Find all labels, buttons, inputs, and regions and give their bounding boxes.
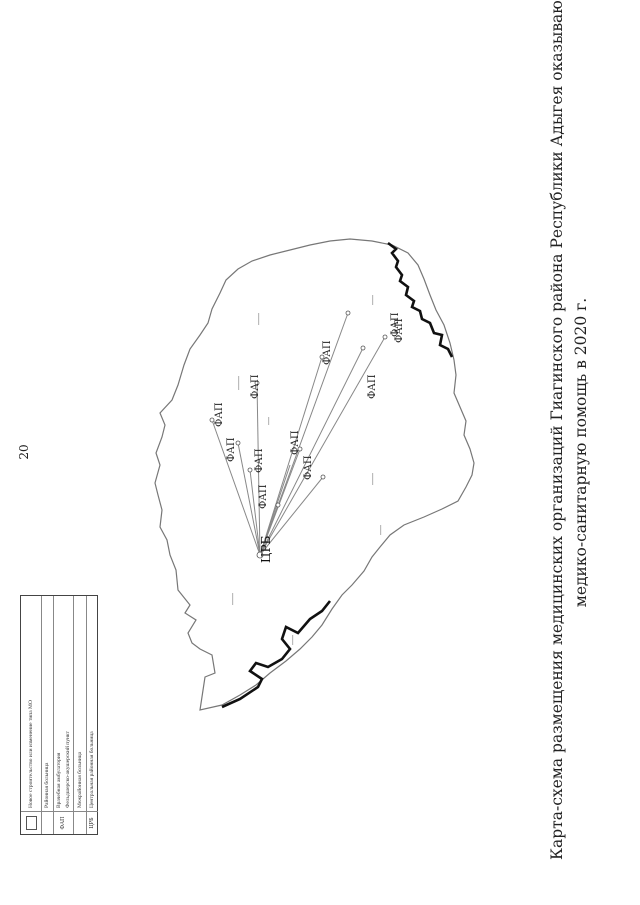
fap-node: ФАП [247, 448, 265, 473]
node-marker [209, 417, 215, 423]
crb-label: ЦРБ [259, 535, 273, 563]
fap-node: ФАП [382, 318, 405, 343]
node-marker [235, 440, 241, 446]
legend-row: ФАП Врачебная амбулатория Фельдшерско-ак… [53, 596, 74, 834]
node-marker [247, 467, 253, 473]
node-marker [320, 474, 326, 480]
node-label: ФАП [258, 484, 269, 509]
connection-line [211, 419, 261, 556]
node-label: ФАП [390, 312, 401, 337]
faint-mark [292, 635, 294, 645]
legend-symbol [41, 811, 53, 834]
legend-text: Фельдшерско-акушерский пункт [65, 731, 71, 808]
legend-text: Межрайонная больница [77, 751, 83, 808]
legend-text: Центральная районная больница [89, 731, 95, 808]
connection-line [259, 312, 349, 556]
fap-node: ФАП [319, 340, 333, 365]
legend-symbol: ФАП [53, 811, 73, 834]
district-boundary [154, 238, 475, 711]
connection-line [237, 442, 261, 556]
fap-node: ФАП [303, 455, 326, 480]
node-label: ФАП [367, 374, 378, 399]
legend-row: Межрайонная больница [73, 596, 87, 834]
node-label: ФАП [322, 340, 333, 365]
legend-symbol [73, 811, 86, 834]
node-label: ФАП [226, 437, 237, 462]
node-marker [382, 334, 388, 340]
faint-mark [268, 417, 270, 425]
faint-mark [232, 593, 234, 605]
connection-line [259, 347, 364, 556]
map-legend: Новое строительство или изменение типа М… [20, 595, 98, 835]
node-label: ФАП [303, 455, 314, 480]
fap-node: ФАП [226, 437, 241, 462]
fap-node: ФАП [360, 345, 378, 399]
node-marker [345, 310, 351, 316]
connection-line [259, 336, 386, 556]
legend-text: Новое строительство или изменение типа М… [28, 700, 34, 808]
crb-marker [256, 551, 264, 559]
legend-symbol-box [21, 811, 41, 834]
legend-text: Районная больница [44, 762, 50, 808]
node-label: ФАП [394, 318, 405, 343]
node-marker [360, 345, 366, 351]
legend-symbol: ЦРБ [86, 811, 98, 834]
faint-mark [380, 525, 382, 535]
legend-row: Новое строительство или изменение типа М… [21, 596, 42, 834]
legend-text: Врачебная амбулатория [56, 752, 62, 808]
district-boundary-west [221, 600, 332, 709]
crb-node: ЦРБ [256, 535, 273, 563]
fap-node: ФАП [258, 484, 281, 509]
connection-line [256, 382, 261, 556]
node-marker [297, 446, 303, 452]
faint-mark [372, 295, 374, 305]
node-marker [319, 354, 325, 360]
legend-row: ЦРБ Центральная районная больница [86, 596, 98, 834]
node-marker [275, 502, 281, 508]
fap-node: ФАП [250, 374, 261, 399]
node-label: ФАП [290, 430, 301, 455]
node-label: ФАП [214, 402, 225, 427]
faint-mark [238, 376, 240, 390]
node-label: ФАП [250, 374, 261, 399]
faint-mark [372, 473, 374, 485]
node-marker [254, 380, 260, 386]
fap-node: ФАП [209, 402, 225, 427]
fap-node: ФАП [345, 310, 401, 337]
district-boundary-east [387, 241, 454, 358]
connection-line [259, 476, 324, 556]
connections [211, 312, 386, 556]
fap-node: ФАП [290, 430, 303, 455]
faint-mark [258, 313, 260, 325]
connection-line [259, 356, 323, 556]
node-label: ФАП [254, 448, 265, 473]
connection-line [249, 469, 261, 556]
faint-map-markings [232, 295, 382, 645]
